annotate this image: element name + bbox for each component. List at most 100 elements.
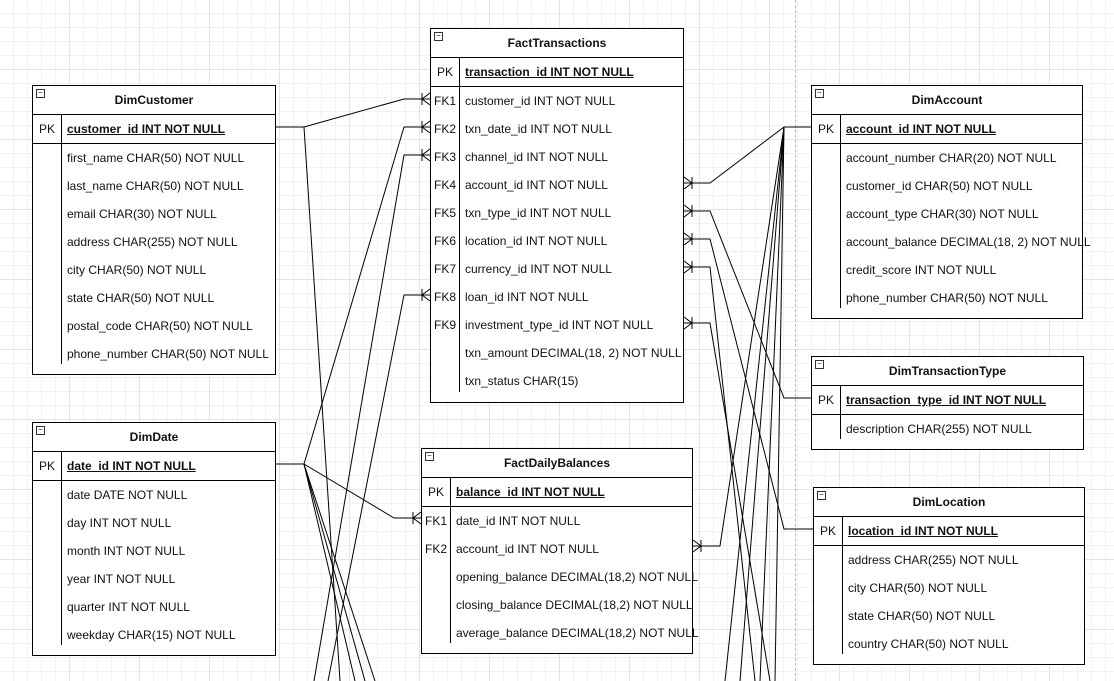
column-row[interactable]: phone_number CHAR(50) NOT NULL (33, 340, 275, 368)
primary-key-row[interactable]: PK location_id INT NOT NULL (814, 517, 1084, 546)
fk-marker: FK3 (433, 150, 456, 164)
primary-key-row[interactable]: PK date_id INT NOT NULL (33, 452, 275, 481)
column-row[interactable]: year INT NOT NULL (33, 565, 275, 593)
column-text: city CHAR(50) NOT NULL (67, 263, 207, 277)
entity-dimlocation[interactable]: − DimLocation PK location_id INT NOT NUL… (813, 487, 1085, 665)
entity-facttransactions[interactable]: − FactTransactions PK transaction_id INT… (430, 28, 684, 403)
column-text: address CHAR(255) NOT NULL (848, 553, 1019, 567)
fk-marker: FK1 (424, 514, 447, 528)
fk-marker: FK1 (433, 94, 456, 108)
column-row[interactable]: state CHAR(50) NOT NULL (33, 284, 275, 312)
entity-header[interactable]: − FactTransactions (431, 29, 683, 58)
primary-key-row[interactable]: PK transaction_type_id INT NOT NULL (812, 386, 1083, 415)
column-row[interactable]: day INT NOT NULL (33, 509, 275, 537)
column-row[interactable]: quarter INT NOT NULL (33, 593, 275, 621)
column-row[interactable]: credit_score INT NOT NULL (812, 256, 1082, 284)
column-text: opening_balance DECIMAL(18,2) NOT NULL (456, 570, 698, 584)
relationship-account-down-c (759, 126, 785, 681)
relationship-date-down-b (303, 463, 366, 681)
entity-header[interactable]: − DimDate (33, 423, 275, 452)
column-row[interactable]: last_name CHAR(50) NOT NULL (33, 172, 275, 200)
column-row[interactable]: date DATE NOT NULL (33, 481, 275, 509)
entity-dimdate[interactable]: − DimDate PK date_id INT NOT NULL date D… (32, 422, 276, 656)
column-row[interactable]: first_name CHAR(50) NOT NULL (33, 144, 275, 172)
relationship-account-down-b (739, 126, 785, 681)
column-row[interactable]: address CHAR(255) NOT NULL (814, 546, 1084, 574)
column-row[interactable]: phone_number CHAR(50) NOT NULL (812, 284, 1082, 312)
column-row[interactable]: txn_status CHAR(15) (431, 367, 683, 395)
column-row[interactable]: FK3 channel_id INT NOT NULL (431, 143, 683, 171)
entity-header[interactable]: − DimCustomer (33, 86, 275, 115)
relationship-account-down-a (724, 126, 785, 681)
primary-key-row[interactable]: PK balance_id INT NOT NULL (422, 478, 692, 507)
entity-factdailybalances[interactable]: − FactDailyBalances PK balance_id INT NO… (421, 448, 699, 654)
column-row[interactable]: customer_id CHAR(50) NOT NULL (812, 172, 1082, 200)
entity-header[interactable]: − FactDailyBalances (422, 449, 692, 478)
entity-dimcustomer[interactable]: − DimCustomer PK customer_id INT NOT NUL… (32, 85, 276, 375)
primary-key-column: location_id INT NOT NULL (848, 524, 998, 538)
primary-key-column: balance_id INT NOT NULL (456, 485, 605, 499)
collapse-icon[interactable]: − (817, 491, 826, 500)
entity-dimtransactiontype[interactable]: − DimTransactionType PK transaction_type… (811, 356, 1084, 450)
column-text: channel_id INT NOT NULL (465, 150, 608, 164)
pk-marker: PK (38, 459, 55, 473)
column-row[interactable]: address CHAR(255) NOT NULL (33, 228, 275, 256)
entity-dimaccount[interactable]: − DimAccount PK account_id INT NOT NULL … (811, 85, 1091, 319)
column-row[interactable]: month INT NOT NULL (33, 537, 275, 565)
column-text: closing_balance DECIMAL(18,2) NOT NULL (456, 598, 693, 612)
collapse-icon[interactable]: − (815, 89, 824, 98)
relationship-date-fdb-fk1 (303, 463, 422, 525)
column-text: txn_amount DECIMAL(18, 2) NOT NULL (465, 346, 682, 360)
column-text: txn_status CHAR(15) (465, 374, 579, 388)
column-row[interactable]: account_type CHAR(30) NOT NULL (812, 200, 1082, 228)
column-row[interactable]: state CHAR(50) NOT NULL (814, 602, 1084, 630)
entity-header[interactable]: − DimAccount (812, 86, 1082, 115)
entity-header[interactable]: − DimTransactionType (812, 357, 1083, 386)
column-text: phone_number CHAR(50) NOT NULL (67, 347, 269, 361)
primary-key-row[interactable]: PK account_id INT NOT NULL (812, 115, 1082, 144)
column-text: postal_code CHAR(50) NOT NULL (67, 319, 253, 333)
column-row[interactable]: country CHAR(50) NOT NULL (814, 630, 1084, 658)
collapse-icon[interactable]: − (36, 89, 45, 98)
column-row[interactable]: email CHAR(30) NOT NULL (33, 200, 275, 228)
column-row[interactable]: account_number CHAR(20) NOT NULL (812, 144, 1082, 172)
relationship-fk7 (683, 260, 756, 681)
column-row[interactable]: city CHAR(50) NOT NULL (814, 574, 1084, 602)
collapse-icon[interactable]: − (425, 452, 434, 461)
collapse-icon[interactable]: − (434, 32, 443, 41)
relationship-customer-down (303, 126, 341, 681)
page-divider (795, 0, 796, 681)
column-row[interactable]: weekday CHAR(15) NOT NULL (33, 621, 275, 649)
column-row[interactable]: city CHAR(50) NOT NULL (33, 256, 275, 284)
column-text: account_id INT NOT NULL (465, 178, 608, 192)
column-text: account_number CHAR(20) NOT NULL (846, 151, 1057, 165)
primary-key-row[interactable]: PK transaction_id INT NOT NULL (431, 58, 683, 87)
entity-header[interactable]: − DimLocation (814, 488, 1084, 517)
column-row[interactable]: postal_code CHAR(50) NOT NULL (33, 312, 275, 340)
relationship-account-down-d (774, 126, 785, 681)
column-text: account_id INT NOT NULL (456, 542, 599, 556)
column-row[interactable]: closing_balance DECIMAL(18,2) NOT NULL (422, 591, 693, 619)
collapse-icon[interactable]: − (815, 360, 824, 369)
primary-key-row[interactable]: PK customer_id INT NOT NULL (33, 115, 275, 144)
column-row[interactable]: description CHAR(255) NOT NULL (812, 415, 1083, 443)
column-row[interactable]: txn_amount DECIMAL(18, 2) NOT NULL (431, 339, 683, 367)
column-text: last_name CHAR(50) NOT NULL (67, 179, 244, 193)
collapse-icon[interactable]: − (36, 426, 45, 435)
entity-title: DimLocation (912, 495, 986, 509)
column-text: loan_id INT NOT NULL (465, 290, 589, 304)
column-row[interactable]: account_balance DECIMAL(18, 2) NOT NULL (812, 228, 1091, 256)
column-row[interactable]: average_balance DECIMAL(18,2) NOT NULL (422, 619, 699, 647)
column-row[interactable]: opening_balance DECIMAL(18,2) NOT NULL (422, 563, 698, 591)
